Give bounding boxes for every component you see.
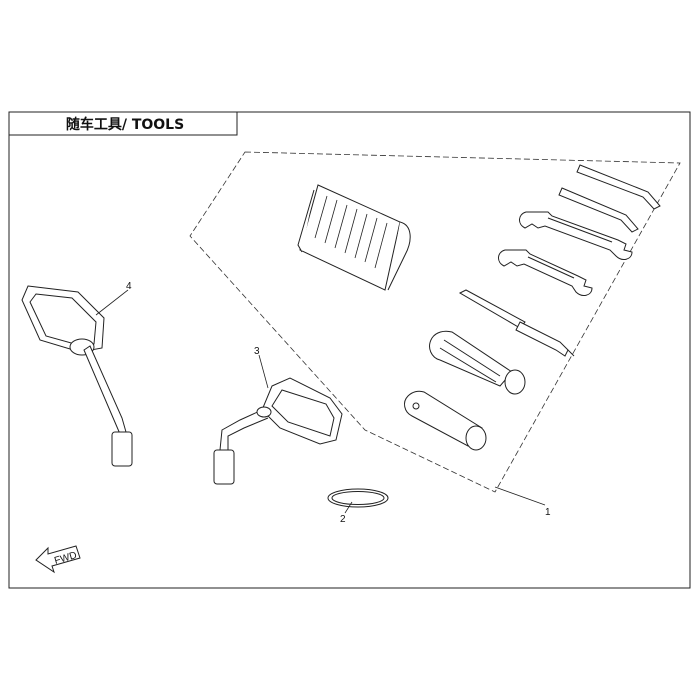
diagram-border [8,111,691,589]
callout-4: 4 [126,281,132,292]
wrench-icon [498,211,633,296]
leader-line-2 [344,501,353,514]
fwd-arrow-icon: FWD [35,545,81,574]
leader-line-3 [258,354,269,389]
mirror-icon [21,285,133,467]
tool-bag-icon [297,184,411,291]
mirror-icon [213,377,343,485]
screwdriver-icon [458,289,575,357]
o-ring-icon [327,488,389,508]
page-title: 随车工具/ TOOLS [66,116,184,133]
tool-kit-outline [189,151,681,493]
box-wrench-icon [404,390,487,451]
hex-key-icon [558,164,661,233]
callout-1: 1 [545,507,551,518]
title-box [8,111,238,136]
leader-line-1 [494,486,546,506]
callout-2: 2 [340,514,346,525]
leader-line-4 [95,289,129,316]
callout-3: 3 [254,346,260,357]
spark-plug-socket-icon [429,330,526,395]
